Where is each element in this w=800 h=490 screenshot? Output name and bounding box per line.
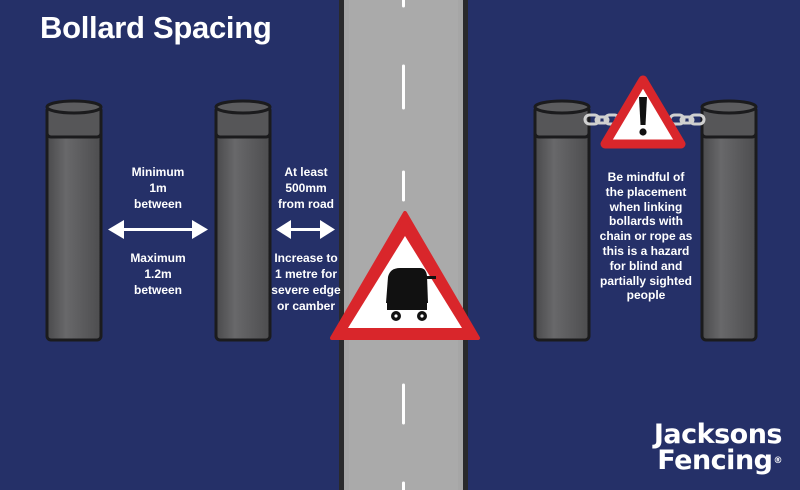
brand-logo: Jacksons Fencing® bbox=[653, 419, 783, 476]
bollard-icon bbox=[533, 99, 591, 342]
double-arrow-icon bbox=[276, 220, 335, 239]
double-arrow-icon bbox=[108, 220, 208, 239]
bollard-icon bbox=[214, 99, 272, 342]
bollard-icon bbox=[700, 99, 758, 342]
registered-mark: ® bbox=[773, 456, 783, 466]
pushchair-icon bbox=[386, 268, 436, 321]
exclamation-icon bbox=[639, 97, 647, 136]
brand-line-2: Fencing bbox=[657, 445, 773, 476]
brand-line-1: Jacksons bbox=[653, 419, 783, 450]
warning-sign-icon bbox=[330, 211, 480, 340]
warning-sign-icon bbox=[600, 75, 686, 149]
page-title: Bollard Spacing bbox=[40, 10, 272, 45]
bollard-icon bbox=[45, 99, 103, 342]
